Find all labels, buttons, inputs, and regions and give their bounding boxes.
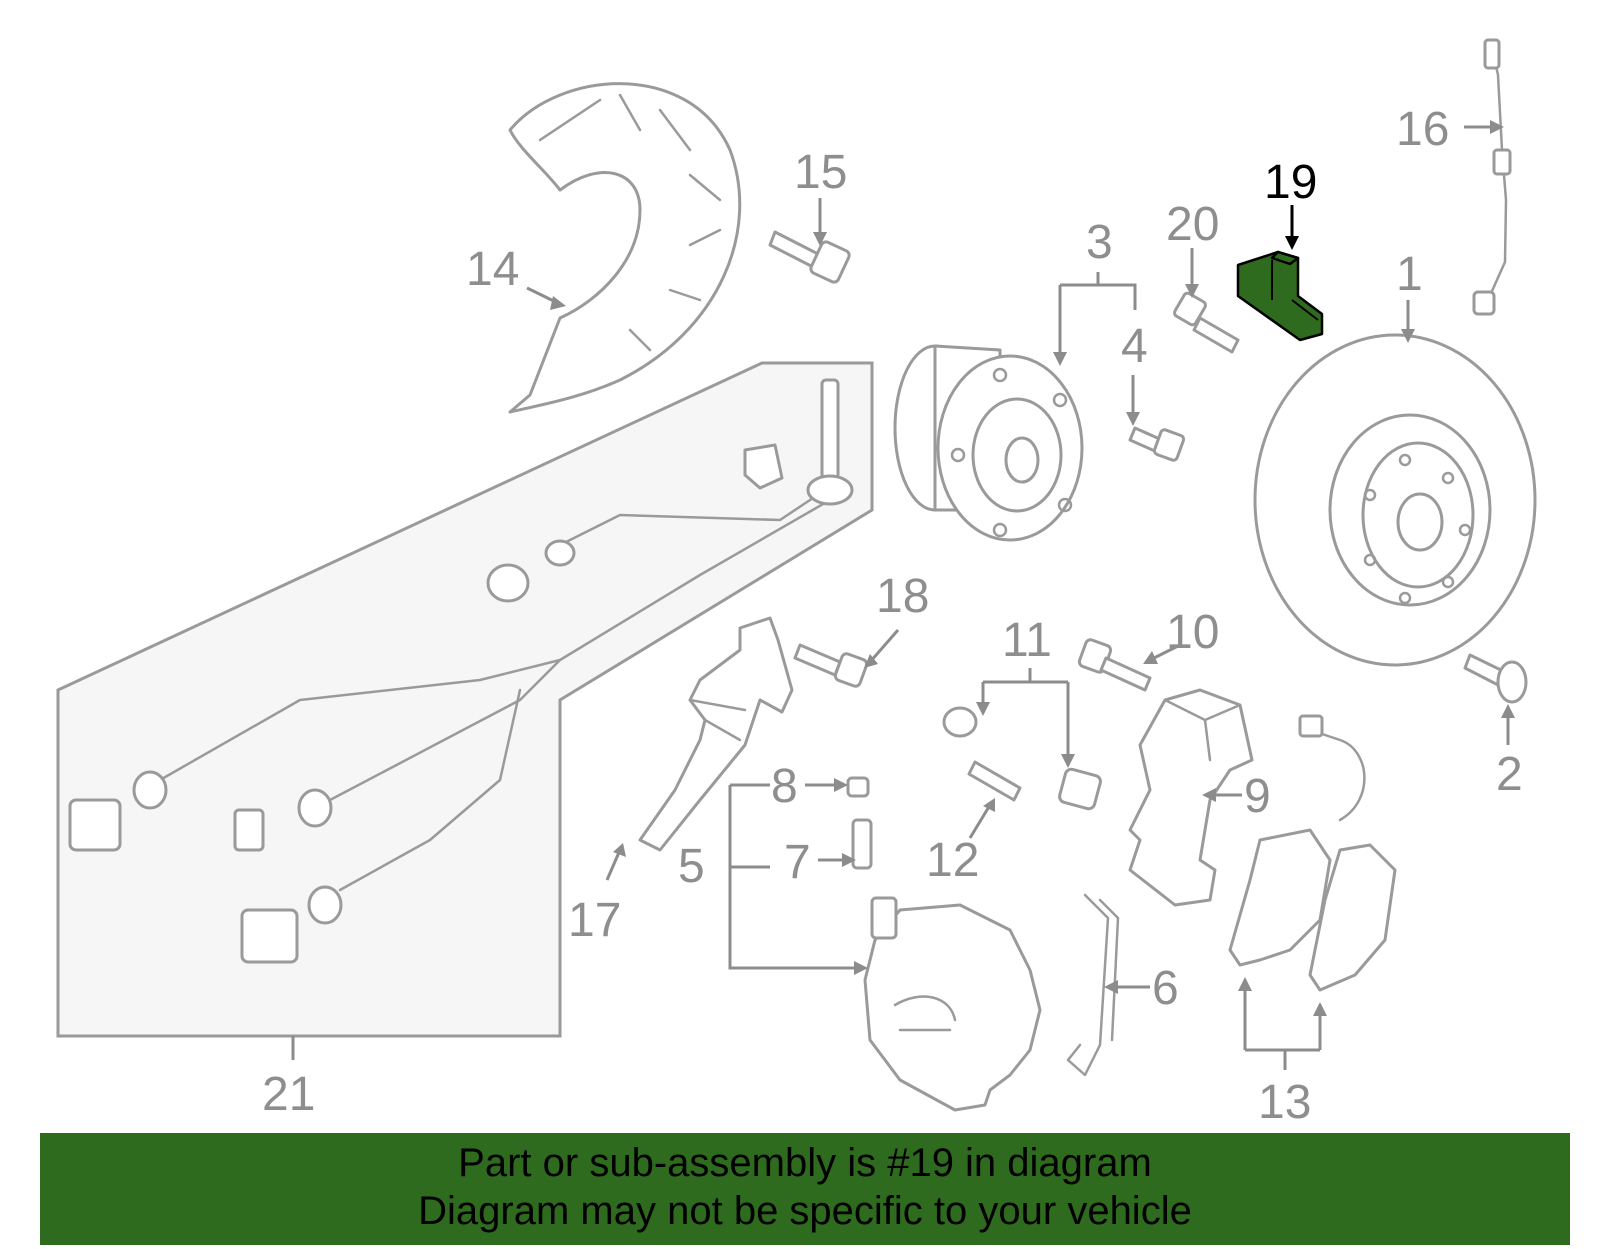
callout-1[interactable]: 1 — [1396, 248, 1423, 301]
callout-16[interactable]: 16 — [1396, 103, 1449, 156]
callout-labels: 1 2 3 4 5 6 7 8 9 10 11 12 13 14 15 16 1… — [262, 103, 1523, 1129]
leader-lines — [291, 120, 1515, 1070]
part-3-wheel-hub[interactable] — [893, 344, 1084, 542]
part-7-bleeder[interactable] — [851, 818, 873, 870]
callout-4[interactable]: 4 — [1121, 320, 1148, 373]
banner-line-2: Diagram may not be specific to your vehi… — [418, 1189, 1192, 1233]
part-6-spring-clip[interactable] — [1066, 893, 1120, 1077]
part-17-bracket[interactable] — [638, 616, 794, 852]
part-16-brake-hose[interactable] — [1472, 38, 1512, 316]
callout-3[interactable]: 3 — [1086, 216, 1113, 269]
callout-15[interactable]: 15 — [794, 146, 847, 199]
callout-14[interactable]: 14 — [466, 243, 519, 296]
part-19-bracket-highlighted[interactable] — [1236, 250, 1324, 342]
callout-5[interactable]: 5 — [678, 840, 705, 893]
callout-6[interactable]: 6 — [1152, 962, 1179, 1015]
part-11-guide-set[interactable] — [942, 706, 1102, 811]
info-banner: Part or sub-assembly is #19 in diagram D… — [40, 1133, 1570, 1245]
callout-17[interactable]: 17 — [568, 894, 621, 947]
part-21-sensor-wiring[interactable] — [68, 378, 854, 964]
callout-21[interactable]: 21 — [262, 1068, 315, 1121]
callout-9[interactable]: 9 — [1244, 770, 1271, 823]
callout-7[interactable]: 7 — [784, 836, 811, 889]
callout-11[interactable]: 11 — [1002, 614, 1052, 667]
callout-10[interactable]: 10 — [1166, 606, 1219, 659]
part-10-bolt[interactable] — [1077, 638, 1152, 692]
part-14-splash-shield[interactable] — [508, 82, 742, 414]
callout-2[interactable]: 2 — [1496, 748, 1523, 801]
part-20-bolt[interactable] — [1173, 291, 1240, 354]
callout-8[interactable]: 8 — [771, 760, 798, 813]
part-1-brake-rotor[interactable] — [1253, 333, 1537, 667]
part-8-cap[interactable] — [846, 776, 870, 798]
banner-line-1: Part or sub-assembly is #19 in diagram — [458, 1141, 1152, 1185]
callout-19-highlighted[interactable]: 19 — [1264, 156, 1317, 209]
callout-12[interactable]: 12 — [926, 834, 979, 887]
part-18-bolt[interactable] — [793, 643, 869, 688]
wiring-inset-box — [56, 361, 874, 1038]
part-9-caliper-carrier[interactable] — [1128, 688, 1254, 907]
callout-18[interactable]: 18 — [876, 570, 929, 623]
part-5-caliper[interactable] — [863, 896, 1042, 1112]
part-2-screw[interactable] — [1463, 653, 1528, 704]
part-13-brake-pads[interactable] — [1228, 714, 1397, 992]
part-15-bolt[interactable] — [768, 230, 851, 284]
callout-20[interactable]: 20 — [1166, 198, 1219, 251]
part-12-guide-pin[interactable] — [967, 760, 1022, 802]
part-4-bolt[interactable] — [1128, 426, 1186, 462]
callout-13[interactable]: 13 — [1258, 1076, 1311, 1129]
